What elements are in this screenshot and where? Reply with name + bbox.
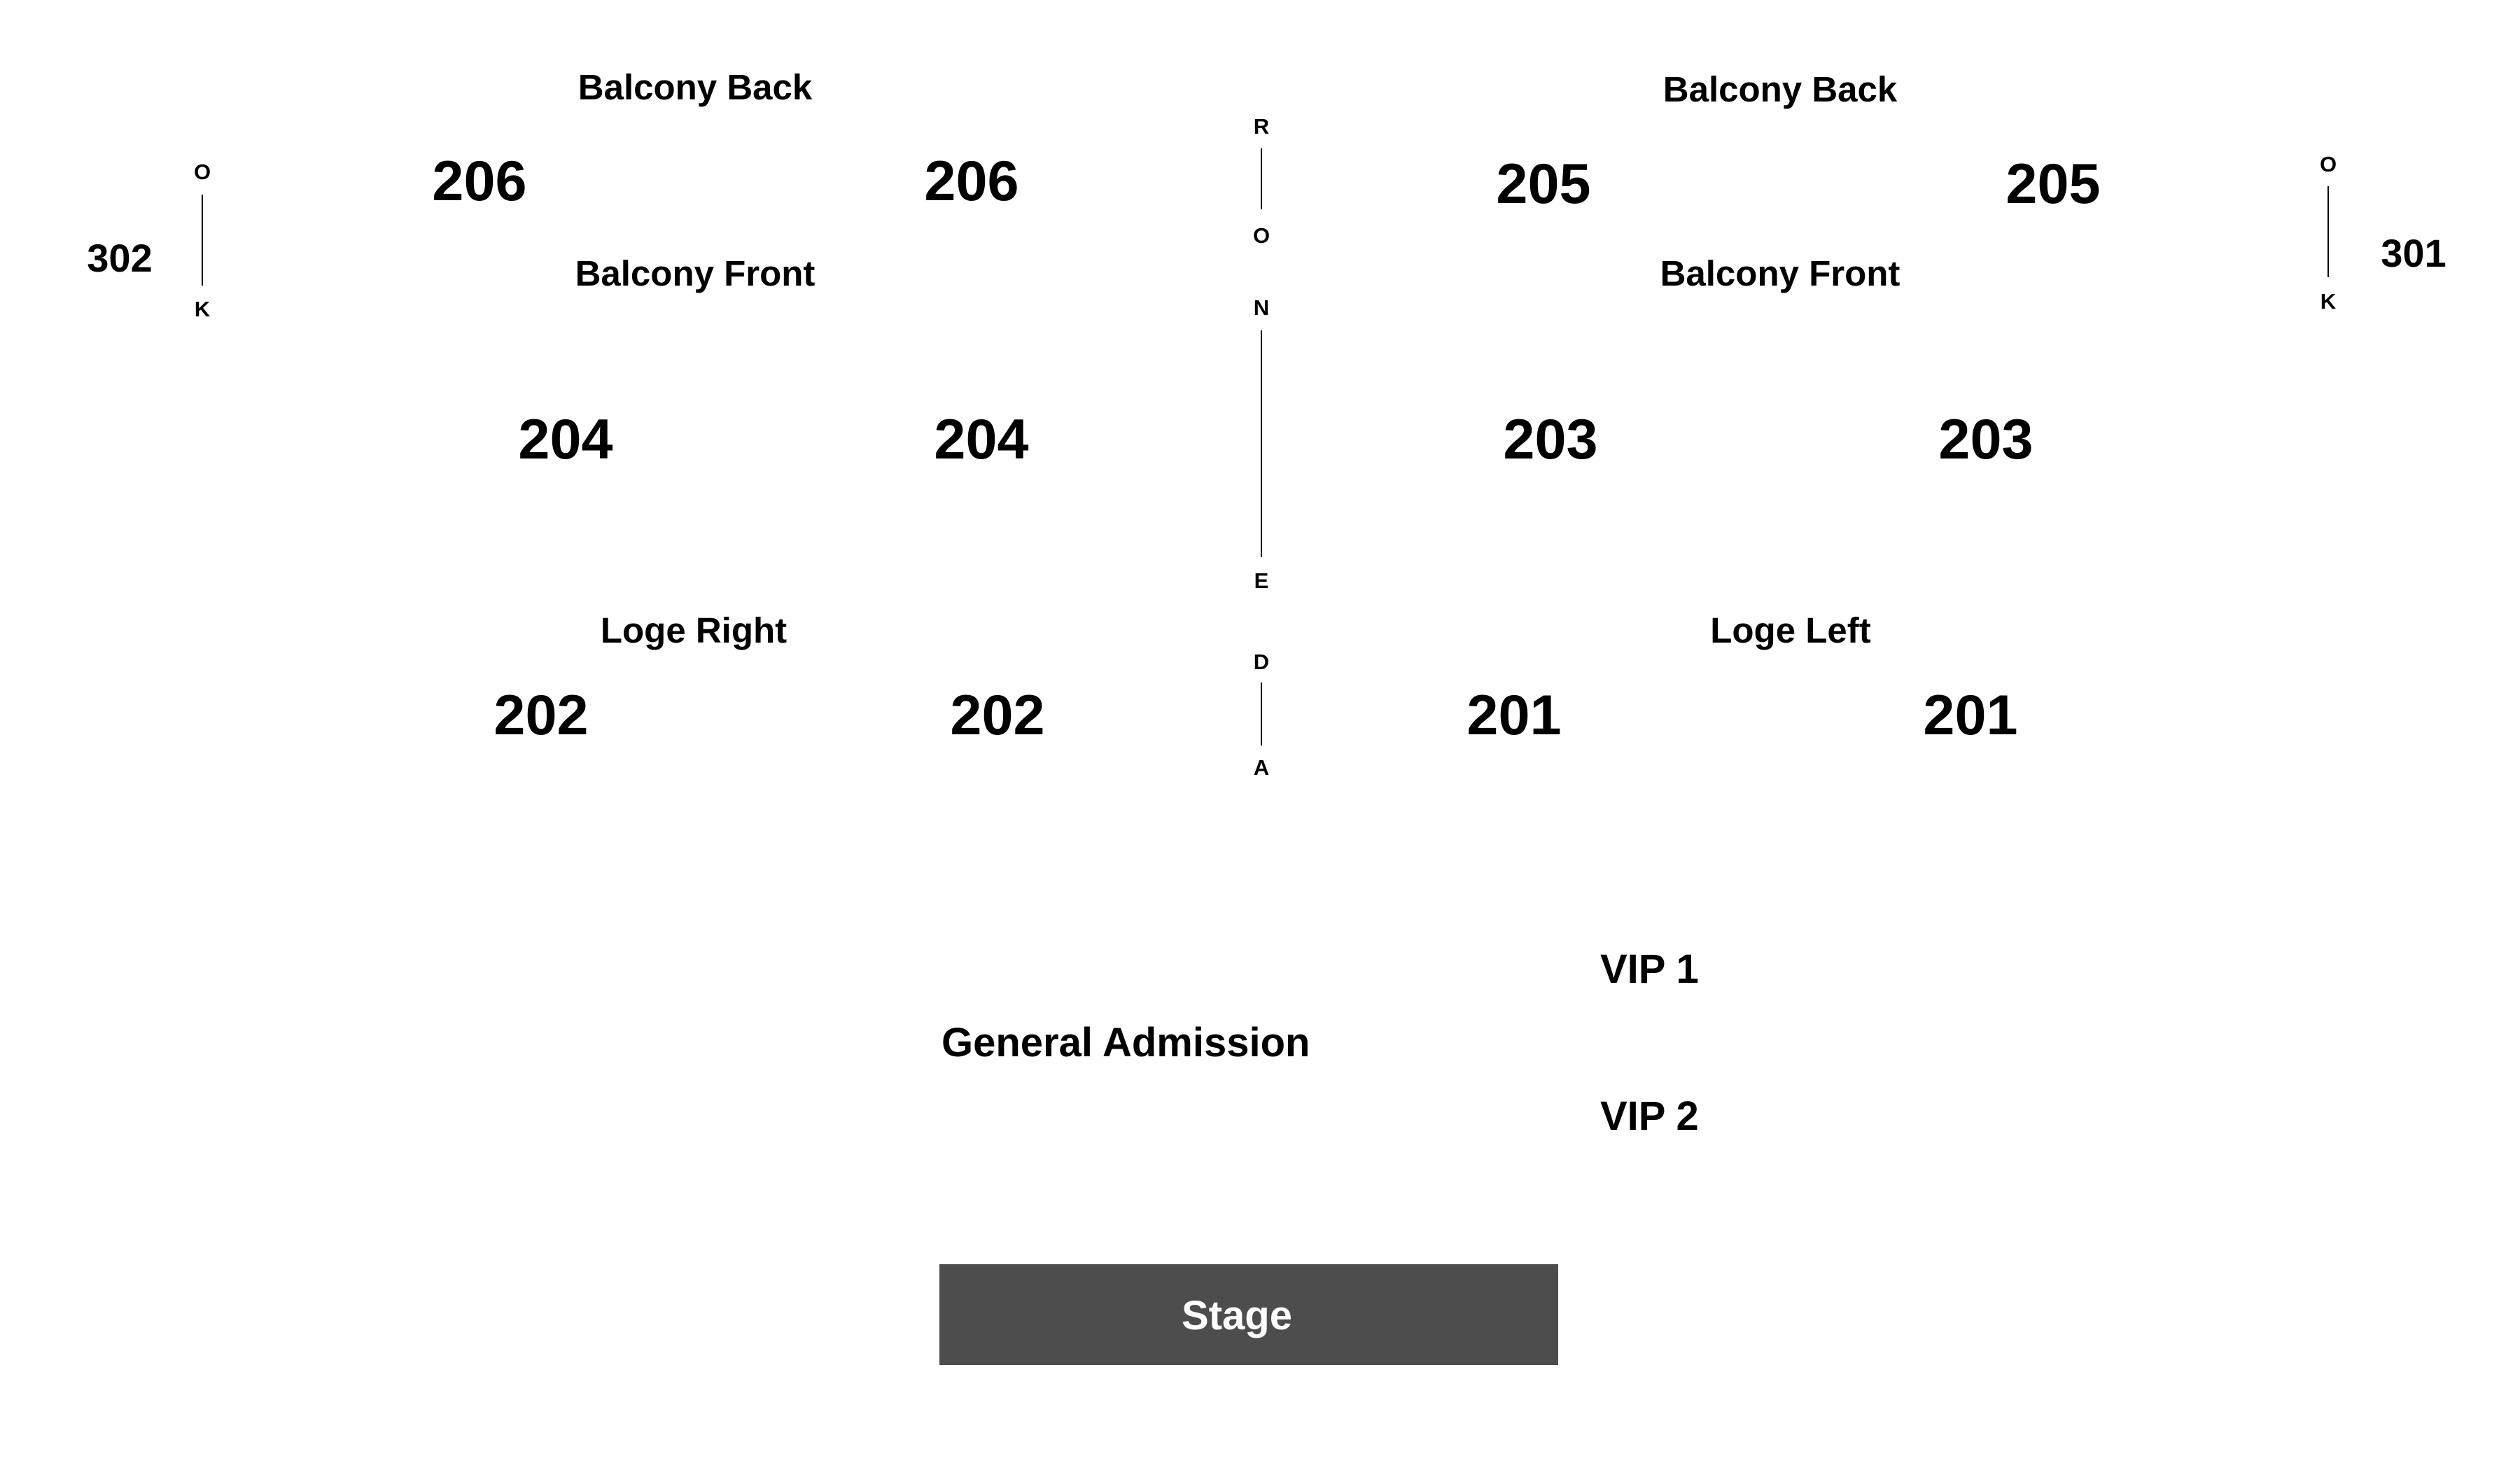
center-letter-n: N: [1254, 295, 1269, 320]
right-box-letter-k: K: [2320, 289, 2337, 314]
center-letter-e: E: [1254, 568, 1269, 593]
section-204-right[interactable]: 204: [934, 408, 1028, 471]
section-205-left[interactable]: 205: [1496, 153, 1590, 216]
box-302-label[interactable]: 302: [87, 236, 152, 280]
center-letter-a: A: [1254, 755, 1269, 780]
loge-right-label: Loge Right: [601, 610, 787, 650]
left-box-letter-k: K: [195, 297, 211, 321]
section-205-right[interactable]: 205: [2005, 153, 2100, 216]
stage-label: Stage: [1182, 1293, 1292, 1338]
section-202-right[interactable]: 202: [950, 684, 1044, 747]
right-balcony-front-label: Balcony Front: [1660, 253, 1900, 293]
center-letter-o: O: [1253, 223, 1270, 248]
left-balcony-back-label: Balcony Back: [578, 67, 813, 107]
section-206-right[interactable]: 206: [924, 150, 1018, 213]
loge-left-label: Loge Left: [1710, 610, 1870, 650]
left-balcony-front-label: Balcony Front: [575, 253, 816, 293]
stage-block: [939, 1264, 1558, 1365]
center-letter-d: D: [1254, 650, 1269, 674]
section-201-right[interactable]: 201: [1923, 684, 2017, 747]
box-301-label[interactable]: 301: [2381, 231, 2446, 275]
section-204-left[interactable]: 204: [518, 408, 612, 471]
left-box-letter-o: O: [194, 160, 211, 184]
section-203-right[interactable]: 203: [1938, 408, 2033, 471]
general-admission-label[interactable]: General Admission: [941, 1020, 1310, 1065]
vip-2-label[interactable]: VIP 2: [1600, 1093, 1699, 1139]
vip-1-label[interactable]: VIP 1: [1600, 946, 1699, 992]
section-206-left[interactable]: 206: [432, 150, 526, 213]
right-box-letter-o: O: [2320, 152, 2337, 176]
section-201-left[interactable]: 201: [1466, 684, 1561, 747]
center-letter-r: R: [1254, 114, 1269, 139]
right-balcony-back-label: Balcony Back: [1663, 69, 1898, 109]
section-203-left[interactable]: 203: [1503, 408, 1597, 471]
section-202-left[interactable]: 202: [493, 684, 588, 747]
